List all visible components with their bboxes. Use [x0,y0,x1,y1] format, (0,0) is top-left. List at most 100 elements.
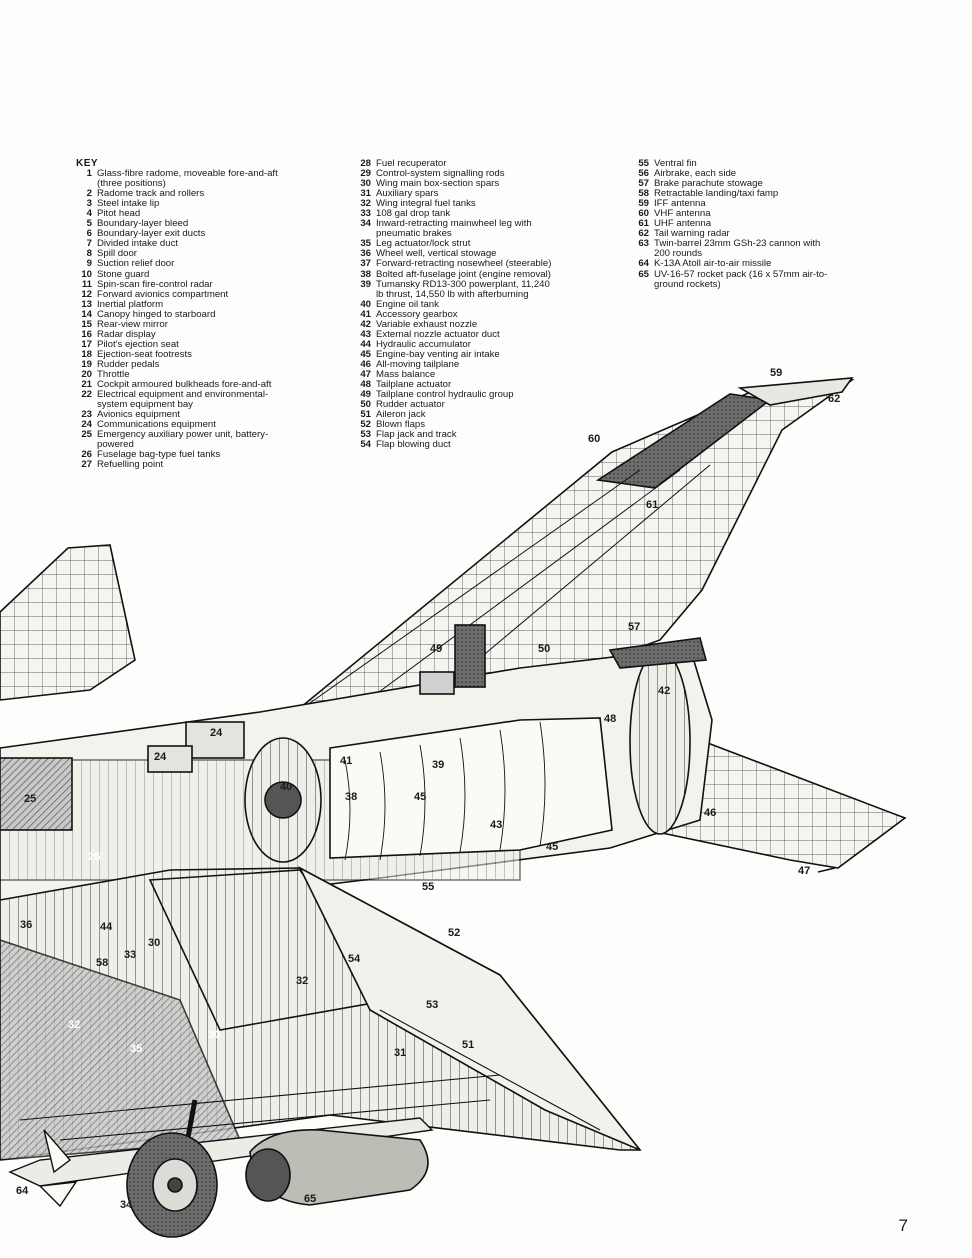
key-description: Ejection-seat footrests [97,348,192,360]
callout-58: 58 [96,957,108,969]
key-description: Tail warning radar [654,228,730,240]
key-number: 19 [81,358,92,370]
key-number: 47 [360,368,371,380]
key-number: 6 [86,228,92,240]
callout-64: 64 [16,1185,29,1197]
key-description: Bolted aft-fuselage joint (engine remova… [376,268,551,280]
key-description: Brake parachute stowage [654,178,763,190]
page-number: 7 [898,1216,908,1235]
key-description: Engine-bay venting air intake [376,348,500,360]
callout-65: 65 [304,1193,316,1205]
key-description: Variable exhaust nozzle [376,318,478,330]
key-number: 55 [638,158,649,169]
key-description: Twin-barrel 23mm GSh-23 cannon with 200 … [654,238,821,260]
key-description: Forward avionics compartment [97,288,229,300]
key-description: Leg actuator/lock strut [376,238,471,250]
key-description: Wing main box-section spars [376,178,500,190]
key-number: 34 [360,218,371,230]
callout-41: 41 [340,755,352,767]
key-description: Accessory gearbox [376,308,458,320]
key-number: 1 [86,168,92,180]
callout-53: 53 [426,999,438,1011]
key-description: Retractable landing/taxi famp [654,188,779,200]
key-description: VHF antenna [654,208,711,220]
key-description: Rudder actuator [376,399,445,411]
callout-47: 47 [798,865,810,877]
key-description: UV-16-57 rocket pack (16 x 57mm air-to-g… [654,268,828,290]
key-number: 27 [81,459,92,471]
key-number: 56 [638,168,649,180]
key-number: 31 [360,188,371,200]
key-description: Boundary-layer exit ducts [97,228,206,240]
upper-wing [0,544,136,701]
key-description: Forward-retracting nosewheel (steerable) [376,258,552,270]
key-number: 9 [86,258,92,270]
key-number: 15 [81,318,92,330]
key-description: Blown flaps [376,419,426,431]
key-number: 65 [638,268,649,280]
key-number: 26 [81,449,92,461]
key-description: Control-system signalling rods [376,168,505,180]
callout-60: 60 [588,433,600,445]
key-description: Stone guard [97,268,150,280]
key-description: Wing integral fuel tanks [376,198,476,210]
key-number: 51 [360,409,371,421]
key-description: Tumansky RD13-300 powerplant, 11,240 lb … [376,278,550,300]
callout-38: 38 [345,791,357,803]
key-entry: 57 Brake parachute stowage [633,179,834,189]
key-number: 2 [86,188,92,200]
key-title: KEY [76,158,99,169]
key-number: 42 [360,318,371,330]
key-description: Wheel well, vertical stowage [376,248,497,260]
key-number: 50 [360,399,371,411]
key-description: Tailplane actuator [376,379,452,391]
key-number: 5 [86,218,92,230]
key-number: 16 [81,328,92,340]
callout-61: 61 [646,499,658,511]
key-number: 44 [360,338,371,350]
key-number: 12 [81,288,92,300]
key-number: 57 [638,178,649,190]
key-description: Canopy hinged to starboard [97,308,216,320]
callout-48: 48 [604,713,616,725]
rocket-pack [245,1129,429,1206]
key-number: 11 [81,278,92,290]
key-number: 13 [81,298,92,310]
callout-36: 36 [20,919,32,931]
callout-46: 46 [704,807,716,819]
callout-30b: 30 [208,1029,220,1041]
callout-50: 50 [538,643,550,655]
key-number: 22 [81,389,92,401]
